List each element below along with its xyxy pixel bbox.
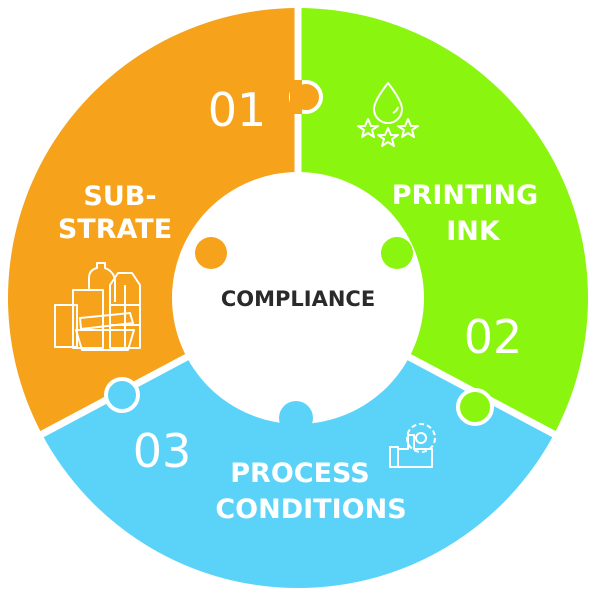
hand-gear-icon [389,423,436,468]
segment-label-ink-1: PRINTING [392,180,538,211]
segment-label-process-1: PROCESS [230,458,369,489]
puzzle-tab [195,237,227,269]
segment-label-process-2: CONDITIONS [215,494,406,525]
segment-number-01: 01 [208,83,267,137]
puzzle-tab [279,401,313,435]
segment-number-03: 03 [133,424,192,478]
puzzle-tab [456,388,494,426]
center-label: COMPLIANCE [221,287,375,311]
segment-label-substrate-1: SUB- [83,181,156,212]
segment-label-substrate-2: STRATE [58,214,172,245]
puzzle-tab [381,237,413,269]
segment-printing-ink [298,8,588,435]
tab-fill [290,80,302,114]
segment-number-02: 02 [464,310,523,364]
segment-process-conditions [41,344,555,588]
puzzle-tab [104,377,140,413]
center-circle [172,172,424,424]
ink-drop-stars-icon [357,82,419,147]
segment-label-ink-2: INK [446,216,501,247]
packaging-icon [54,262,141,351]
